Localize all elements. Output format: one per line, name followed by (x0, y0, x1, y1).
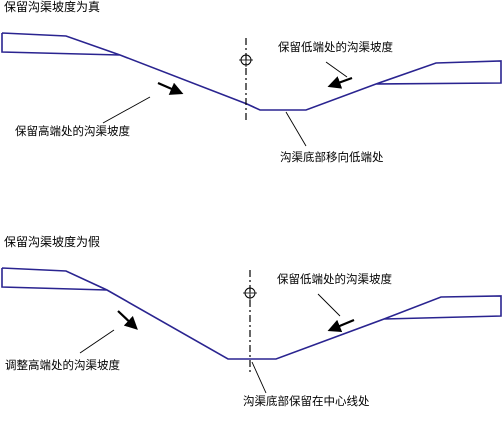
bottom-bottom-leader (251, 361, 267, 394)
top-low-end-leader (325, 61, 348, 78)
bottom-low-end-leader (317, 293, 341, 317)
top-panel-title: 保留沟渠坡度为真 (4, 0, 101, 14)
top-high-end-leader (102, 96, 151, 124)
top-bottom-leader (285, 111, 307, 147)
top-ditch-profile (1, 32, 502, 111)
bottom-low-slope-arrow-icon (327, 318, 355, 333)
bottom-panel-title: 保留沟渠坡度为假 (4, 235, 101, 249)
top-high-slope-arrow-icon (157, 81, 184, 95)
bottom-high-slope-arrow-icon (117, 310, 138, 330)
top-high-end-label: 保留高端处的沟渠坡度 (15, 124, 130, 138)
bottom-low-end-label: 保留低端处的沟渠坡度 (277, 272, 392, 286)
bottom-ditch-profile (1, 267, 502, 360)
bottom-centerline-marker-icon (243, 286, 257, 300)
bottom-panel-graphic (1, 267, 502, 394)
top-centerline-marker-icon (239, 53, 253, 67)
bottom-high-end-leader (79, 329, 115, 354)
bottom-high-end-label: 调整高端处的沟渠坡度 (5, 358, 120, 372)
top-low-slope-arrow-icon (327, 76, 353, 89)
top-panel-graphic (1, 32, 502, 147)
top-bottom-label: 沟渠底部移向低端处 (280, 150, 384, 164)
bottom-bottom-label: 沟渠底部保留在中心线处 (243, 394, 370, 408)
top-low-end-label: 保留低端处的沟渠坡度 (278, 40, 393, 54)
